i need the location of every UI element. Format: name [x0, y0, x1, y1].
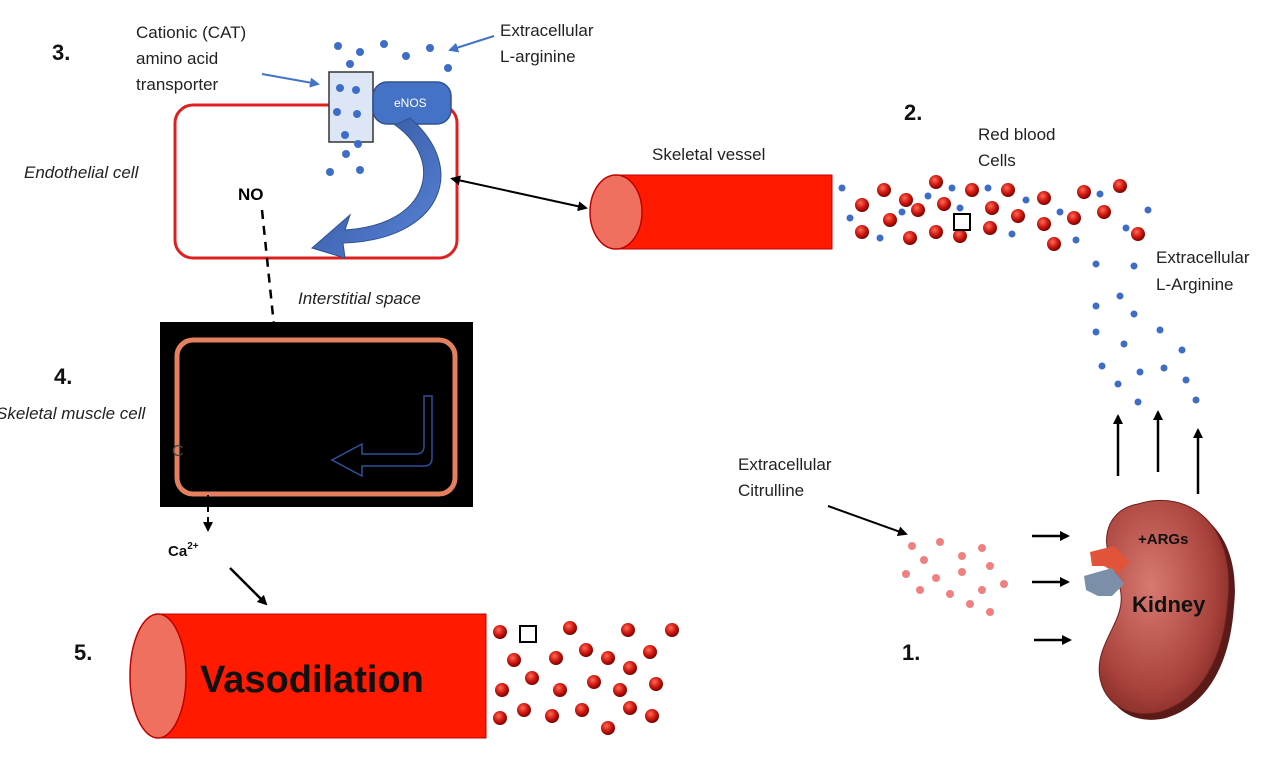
white-blood-cell-step5 [519, 625, 537, 643]
interstitial-space-label: Interstitial space [298, 289, 421, 308]
cat-transporter-label-line2: amino acid [136, 49, 218, 68]
renal-vein [1084, 568, 1124, 596]
arginine-dots-top [326, 40, 452, 176]
vasodilation-vessel-cap [129, 613, 187, 739]
citrulline-label-line2: Citrulline [738, 481, 804, 500]
cat-transporter-channel [328, 71, 374, 143]
step-4-label: 4. [54, 364, 72, 389]
skeletal-vessel-body [613, 174, 833, 250]
arginine-dots-vessel [838, 184, 1152, 244]
step-3-label: 3. [52, 40, 70, 65]
cat-transporter-pointer [261, 73, 320, 88]
citrulline-label-line1: Extracellular [738, 455, 832, 474]
extracellular-arginine-right-line2: L-Arginine [1156, 275, 1234, 294]
vessel-endothelium-double-arrow [450, 175, 588, 212]
step-5-label: 5. [74, 640, 92, 665]
skeletal-muscle-cell-label: Skeletal muscle cell [0, 404, 147, 423]
skeletal-vessel-cap [589, 174, 643, 250]
enos-conversion-curved-arrow [310, 117, 442, 259]
cat-transporter-label-line1: Cationic (CAT) [136, 23, 246, 42]
arginine-dots-column [1092, 260, 1200, 406]
calcium-label: Ca2+ [168, 541, 199, 560]
kidney [1098, 499, 1230, 715]
calcium-to-vasodilation-arrow [229, 567, 268, 606]
vasodilation-vessel-body [155, 613, 487, 739]
extracellular-arginine-right-line1: Extracellular [1156, 248, 1250, 267]
citrulline-pointer-arrow [827, 505, 908, 537]
red-blood-cells-label-line2: Cells [978, 151, 1016, 170]
red-blood-cells-label-line1: Red blood [978, 125, 1056, 144]
extracellular-arginine-pointer [448, 35, 495, 53]
skeletal-vessel-label: Skeletal vessel [652, 145, 765, 164]
extracellular-arginine-top-line2: L-arginine [500, 47, 576, 66]
red-blood-cells-step2 [855, 175, 1145, 251]
vasodilation-label: Vasodilation [200, 659, 424, 701]
muscle-cell-letter: C [172, 443, 184, 460]
endothelial-cell-label: Endothelial cell [24, 163, 140, 182]
args-label: +ARGs [1138, 531, 1188, 548]
skeletal-muscle-cell [174, 337, 458, 497]
no-label: NO [238, 185, 264, 204]
red-blood-cells-step5 [493, 621, 679, 735]
step-1-label: 1. [902, 640, 920, 665]
muscle-return-arrow [330, 395, 433, 478]
skeletal-muscle-cell-panel [160, 322, 473, 507]
extracellular-arginine-top-line1: Extracellular [500, 21, 594, 40]
citrulline-dots [902, 538, 1008, 616]
kidney-label: Kidney [1132, 592, 1206, 617]
step-2-label: 2. [904, 100, 922, 125]
renal-artery [1090, 546, 1130, 574]
white-blood-cell-step2 [953, 213, 971, 231]
cat-transporter-label-line3: transporter [136, 75, 219, 94]
enos-label: eNOS [394, 96, 427, 110]
